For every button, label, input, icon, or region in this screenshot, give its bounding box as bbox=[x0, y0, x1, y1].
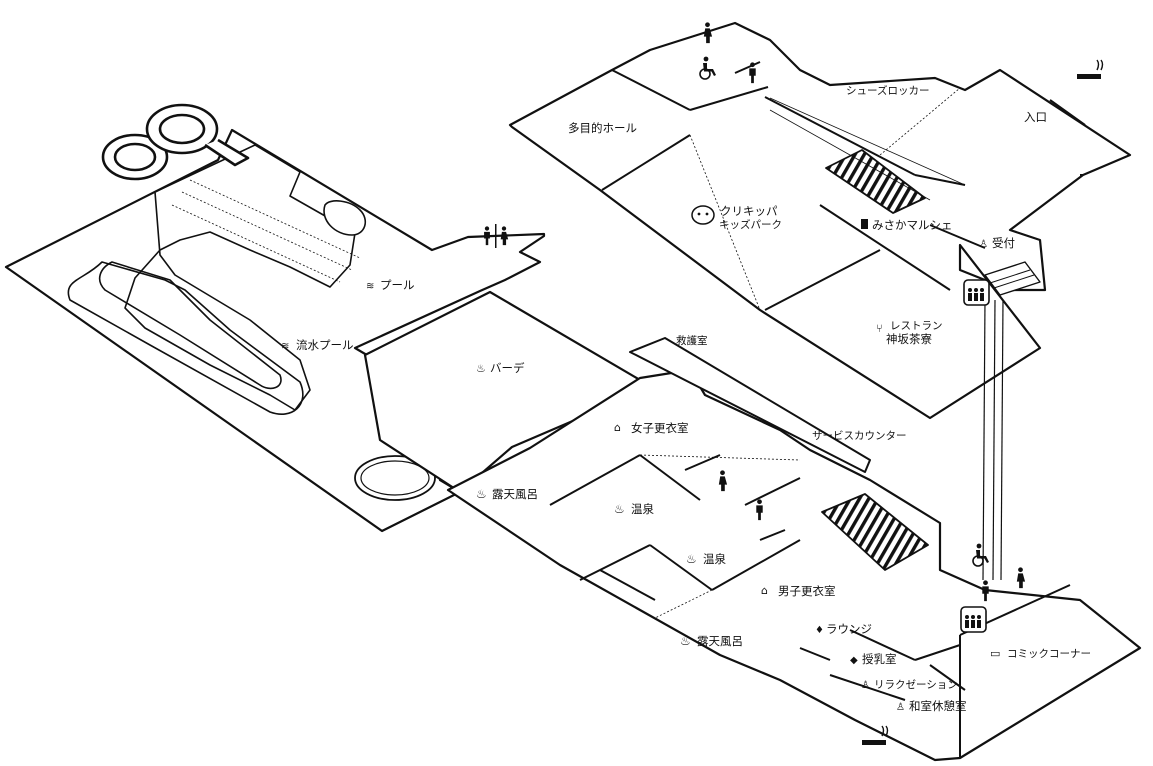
label-pool: ≋ プール bbox=[366, 278, 415, 292]
central-wing bbox=[363, 290, 1142, 762]
reception-icon: ♙ bbox=[979, 239, 988, 250]
main-building bbox=[508, 21, 1132, 581]
label-reception: ♙ 受付 bbox=[979, 236, 1015, 250]
label-river-pool: ≋ 流水プール bbox=[281, 338, 354, 352]
elevator-icon bbox=[963, 279, 990, 306]
label-relaxation: ♙ リラクゼーション bbox=[861, 679, 958, 691]
room-label: 流水プール bbox=[296, 338, 354, 352]
swimming-icon: ≋ bbox=[281, 341, 289, 352]
room-label: 救護室 bbox=[676, 334, 708, 347]
room-label: 授乳室 bbox=[862, 652, 897, 666]
label-marche: みさかマルシェ bbox=[861, 218, 953, 232]
room-label: リラクゼーション bbox=[874, 679, 958, 691]
room-label: サービスカウンター bbox=[812, 430, 907, 442]
female-icon bbox=[1016, 567, 1026, 589]
smoking-area-icon bbox=[1077, 59, 1104, 79]
room-label: ラウンジ bbox=[826, 622, 872, 636]
baby-bottle-icon: ◆ bbox=[850, 655, 858, 666]
label-hot-spring-1: ♨ 温泉 bbox=[614, 502, 654, 516]
massage-icon: ♙ bbox=[861, 680, 870, 691]
label-women-changing: ⌂ 女子更衣室 bbox=[614, 421, 689, 435]
room-label: 多目的ホール bbox=[568, 121, 637, 135]
room-labels: ≋ プール ≋ 流水プール ♨ バーデ 多目的ホール クリキッパ キッズパーク … bbox=[281, 84, 1091, 713]
room-label: 露天風呂 bbox=[697, 634, 743, 648]
label-comic: ▭ コミックコーナー bbox=[990, 647, 1091, 660]
room-label: レストラン bbox=[890, 320, 943, 332]
room-label: コミックコーナー bbox=[1007, 648, 1091, 660]
hot-spring-icon: ♨ bbox=[476, 487, 487, 501]
elevator-icon bbox=[960, 606, 987, 633]
room-label: 受付 bbox=[992, 236, 1015, 250]
room-label: シューズロッカー bbox=[846, 84, 929, 97]
room-label: 入口 bbox=[1024, 110, 1047, 124]
smoking-area-icon bbox=[862, 725, 889, 745]
book-icon: ▭ bbox=[990, 647, 1000, 660]
room-label: バーデ bbox=[490, 361, 525, 375]
label-hot-spring-2: ♨ 温泉 bbox=[686, 552, 726, 566]
label-japanese-rest: ♙ 和室休憩室 bbox=[896, 699, 967, 713]
swimming-icon: ≋ bbox=[366, 281, 374, 292]
hot-spring-icon: ♨ bbox=[680, 634, 691, 648]
label-nursing: ◆ 授乳室 bbox=[850, 652, 897, 666]
hot-spring-icon: ♨ bbox=[614, 502, 625, 516]
room-label: 温泉 bbox=[703, 552, 726, 566]
wheelchair-icon bbox=[699, 56, 716, 80]
restroom-icon bbox=[484, 224, 509, 248]
hanger-icon: ⌂ bbox=[761, 584, 768, 597]
shower-icon: ♨ bbox=[476, 362, 486, 375]
shopping-bag-icon bbox=[861, 219, 868, 229]
mascot-icon bbox=[691, 205, 715, 225]
label-kids-park: クリキッパ キッズパーク bbox=[691, 204, 782, 231]
room-label: 和室休憩室 bbox=[909, 699, 967, 713]
label-open-bath-1: ♨ 露天風呂 bbox=[476, 487, 538, 501]
room-label: 露天風呂 bbox=[492, 487, 538, 501]
label-restaurant: ⑂ レストラン 神坂茶寮 bbox=[876, 320, 943, 346]
label-men-changing: ⌂ 男子更衣室 bbox=[761, 584, 836, 598]
label-lounge: ♦ ラウンジ bbox=[815, 622, 872, 636]
room-label: キッズパーク bbox=[719, 218, 782, 231]
room-label: 男子更衣室 bbox=[778, 584, 836, 598]
lounge-icon: ♦ bbox=[815, 625, 824, 636]
room-label: クリキッパ bbox=[720, 204, 778, 218]
hanger-icon: ⌂ bbox=[614, 421, 621, 434]
room-label: プール bbox=[380, 278, 415, 292]
room-label: 温泉 bbox=[631, 502, 654, 516]
label-bar: ♨ バーデ bbox=[476, 361, 525, 375]
cutlery-icon: ⑂ bbox=[876, 322, 883, 335]
facility-icons bbox=[484, 22, 1104, 745]
room-label: 神坂茶寮 bbox=[886, 332, 932, 346]
rest-icon: ♙ bbox=[896, 702, 905, 713]
wheelchair-icon bbox=[972, 543, 989, 567]
room-label: 女子更衣室 bbox=[631, 421, 689, 435]
room-label: みさかマルシェ bbox=[872, 218, 953, 232]
label-open-bath-2: ♨ 露天風呂 bbox=[680, 634, 743, 648]
hot-spring-icon: ♨ bbox=[686, 552, 697, 566]
